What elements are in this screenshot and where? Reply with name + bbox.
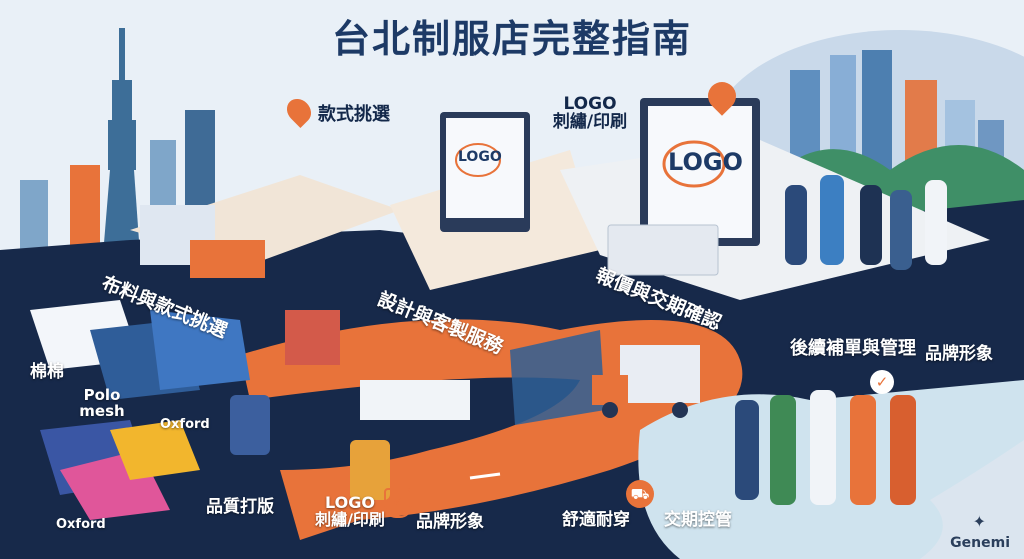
- folded-shirts-stack: [140, 205, 265, 278]
- page-curl: [920, 440, 1024, 559]
- delivery-truck: [592, 345, 700, 418]
- sewing-station: [230, 310, 470, 500]
- brand-image-bottom-label: 品牌形象: [416, 512, 484, 532]
- workers-group-top: [785, 175, 947, 270]
- taipei-101-icon: [103, 28, 140, 255]
- logo-label-top-line2: 刺繡/印刷: [552, 111, 628, 132]
- shield-check-icon: ✓: [384, 488, 412, 518]
- workers-group-bottom: [735, 390, 916, 505]
- logo-label-bottom: LOGO 刺繡/印刷: [300, 493, 400, 529]
- logo-label-top-line1: LOGO: [563, 94, 617, 114]
- style-select-label-top: 款式挑選: [318, 104, 390, 125]
- sparkle-icon: ✦: [972, 512, 986, 531]
- right-monitor-logo: LOGO: [668, 148, 743, 176]
- page-title: 台北制服店完整指南: [331, 17, 692, 61]
- reorder-manage-label: 後續補單與管理: [790, 338, 916, 359]
- logo-label-bottom-line2: 刺繡/印刷: [315, 509, 385, 529]
- truck-icon: ⛟: [626, 480, 654, 508]
- fabric-swatches: [30, 300, 250, 520]
- comfort-label: 舒適耐穿: [562, 510, 630, 530]
- center-monitor: [440, 112, 530, 232]
- delivery-control-label: 交期控管: [664, 510, 732, 530]
- brand-image-right-label: 品牌形象: [925, 344, 993, 364]
- polo-label-line1: Polo: [83, 386, 121, 404]
- check-circle-icon: ✓: [870, 370, 894, 394]
- logo-label-bottom-line1: LOGO: [325, 493, 375, 512]
- dashboard-panel: [510, 330, 605, 425]
- cotton-label: 棉棉: [30, 362, 64, 382]
- road-arrow: [469, 472, 501, 480]
- logo-label-top: LOGO 刺繡/印刷: [540, 94, 640, 132]
- polo-mesh-label: Polo mesh: [76, 386, 128, 420]
- oxford-label-bottom: Oxford: [56, 517, 106, 532]
- center-monitor-logo: LOGO: [458, 149, 502, 165]
- oxford-label-top: Oxford: [160, 417, 210, 432]
- right-monitor: [607, 98, 760, 276]
- polo-label-line2: mesh: [79, 401, 125, 420]
- watermark-brand: Genemi: [950, 535, 1010, 551]
- quality-sample-label: 品質打版: [206, 497, 274, 517]
